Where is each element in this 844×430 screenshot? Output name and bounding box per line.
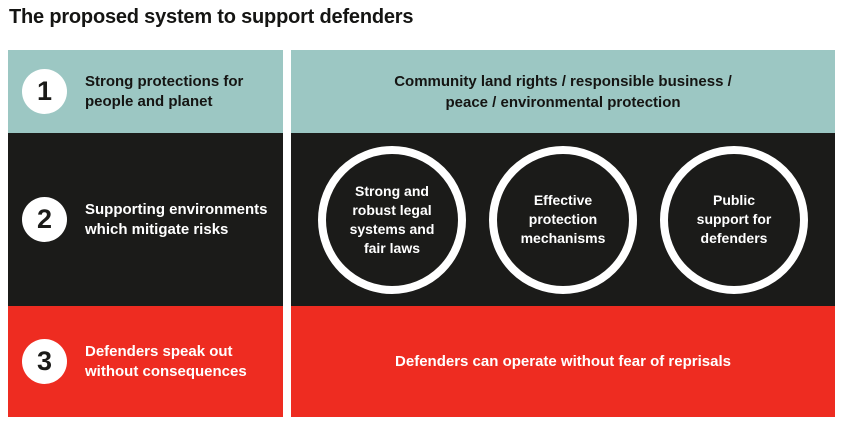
circle-protection-mechanisms: Effective protection mechanisms bbox=[489, 145, 637, 294]
row1-right-panel: Community land rights / responsible busi… bbox=[291, 50, 835, 133]
row3-left-panel: 3 Defenders speak out without consequenc… bbox=[8, 306, 283, 417]
step-2-badge: 2 bbox=[22, 197, 67, 242]
circle-public-support: Public support for defenders bbox=[660, 145, 808, 294]
step-1-badge: 1 bbox=[22, 69, 67, 114]
step-1-number: 1 bbox=[36, 76, 53, 106]
row1-left-label: Strong protections for people and planet bbox=[85, 72, 244, 110]
row1-right-label: Community land rights / responsible busi… bbox=[394, 72, 732, 111]
row3-right-label: Defenders can operate without fear of re… bbox=[395, 353, 731, 370]
page-title: The proposed system to support defenders bbox=[9, 6, 414, 28]
row3-right-panel: Defenders can operate without fear of re… bbox=[291, 306, 835, 417]
step-3-badge: 3 bbox=[22, 339, 67, 384]
circle-legal-systems: Strong and robust legal systems and fair… bbox=[318, 145, 466, 294]
row2-left-label: Supporting environments which mitigate r… bbox=[85, 200, 268, 238]
diagram-grid: 1 Strong protections for people and plan… bbox=[8, 50, 835, 417]
row1-left-panel: 1 Strong protections for people and plan… bbox=[8, 50, 283, 133]
row2-left-panel: 2 Supporting environments which mitigate… bbox=[8, 133, 283, 306]
step-3-number: 3 bbox=[36, 346, 53, 376]
row2-right-panel: Strong and robust legal systems and fair… bbox=[291, 133, 835, 306]
row3-left-label: Defenders speak out without consequences bbox=[85, 342, 247, 380]
step-2-number: 2 bbox=[36, 204, 53, 234]
